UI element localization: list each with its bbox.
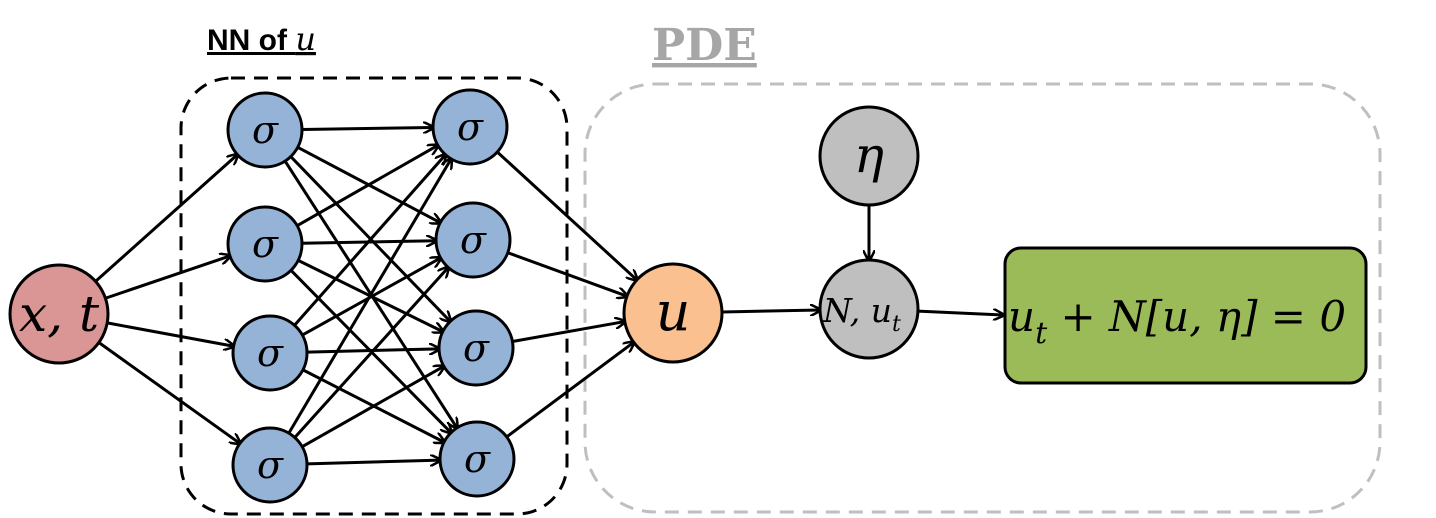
layer2-node-2 xyxy=(434,201,512,279)
layer1-node-3-label: σ xyxy=(257,331,284,375)
layer1-node-4 xyxy=(231,426,309,504)
eta-node-circle xyxy=(818,105,920,207)
pde-region-box xyxy=(583,82,1382,514)
edge-l2-1-to-output xyxy=(496,150,637,280)
hidden-layer-1: σ σ σ σ xyxy=(226,91,309,504)
layer2-node-1-label: σ xyxy=(457,105,484,149)
edge-l1-4-to-l2-4 xyxy=(306,460,440,464)
output-node-circle xyxy=(622,262,724,364)
operator-node-label: N, ut xyxy=(822,291,901,337)
layer1-node-2-label: σ xyxy=(252,222,279,266)
eta-node-label: η xyxy=(854,126,884,184)
nn-region-box xyxy=(179,76,569,516)
hidden-layer-2: σ σ σ σ xyxy=(431,88,516,498)
equation-label: ut + N[u, η] = 0 xyxy=(1008,292,1346,351)
input-node-label: x, t xyxy=(19,285,100,343)
input-node-circle xyxy=(8,263,110,365)
edge-l1-4-to-l2-3 xyxy=(301,366,444,449)
layer1-node-1-label: σ xyxy=(252,108,279,152)
edge-l2-4-to-output xyxy=(505,342,634,439)
edge-l2-3-to-output xyxy=(512,322,624,344)
input-node: x, t xyxy=(8,263,110,365)
layer2-node-1 xyxy=(431,88,509,166)
layer1-node-4-label: σ xyxy=(257,443,284,487)
layer1-node-1 xyxy=(226,91,304,169)
network-edges xyxy=(94,128,1003,464)
layer1-node-2 xyxy=(226,205,304,283)
layer2-node-3-label: σ xyxy=(463,326,490,370)
layer2-node-4 xyxy=(438,420,516,498)
layer2-node-4-label: σ xyxy=(464,437,491,481)
edge-l1-2-to-l2-1 xyxy=(296,145,438,227)
operator-node-circle xyxy=(818,258,920,360)
edge-input-to-l1-1 xyxy=(94,155,238,283)
edge-operator-to-equation xyxy=(917,311,1003,315)
edge-l1-4-to-l2-1 xyxy=(287,159,451,434)
edge-input-to-l1-3 xyxy=(106,321,233,346)
equation-box-rect xyxy=(1003,246,1368,385)
edge-l1-1-to-l2-1 xyxy=(301,128,433,130)
edge-l1-3-to-l2-2 xyxy=(301,258,440,337)
pde-equation-box: ut + N[u, η] = 0 xyxy=(1003,246,1368,385)
layer2-node-2-label: σ xyxy=(460,218,487,262)
eta-node: η xyxy=(818,105,920,207)
edge-input-to-l1-2 xyxy=(104,256,230,300)
nn-title: NN of u xyxy=(207,20,316,58)
edge-l2-2-to-output xyxy=(507,251,627,297)
edge-input-to-l1-4 xyxy=(97,341,240,444)
edge-output-to-operator xyxy=(721,310,820,312)
operator-node: N, ut xyxy=(818,258,920,360)
layer2-node-3 xyxy=(437,309,515,387)
output-node: u xyxy=(622,262,724,364)
layer1-node-3 xyxy=(231,314,309,392)
pde-title: PDE xyxy=(652,20,757,71)
edge-l1-3-to-l2-1 xyxy=(293,155,446,327)
output-node-label: u xyxy=(656,280,691,343)
edge-l1-4-to-l2-2 xyxy=(293,267,448,439)
